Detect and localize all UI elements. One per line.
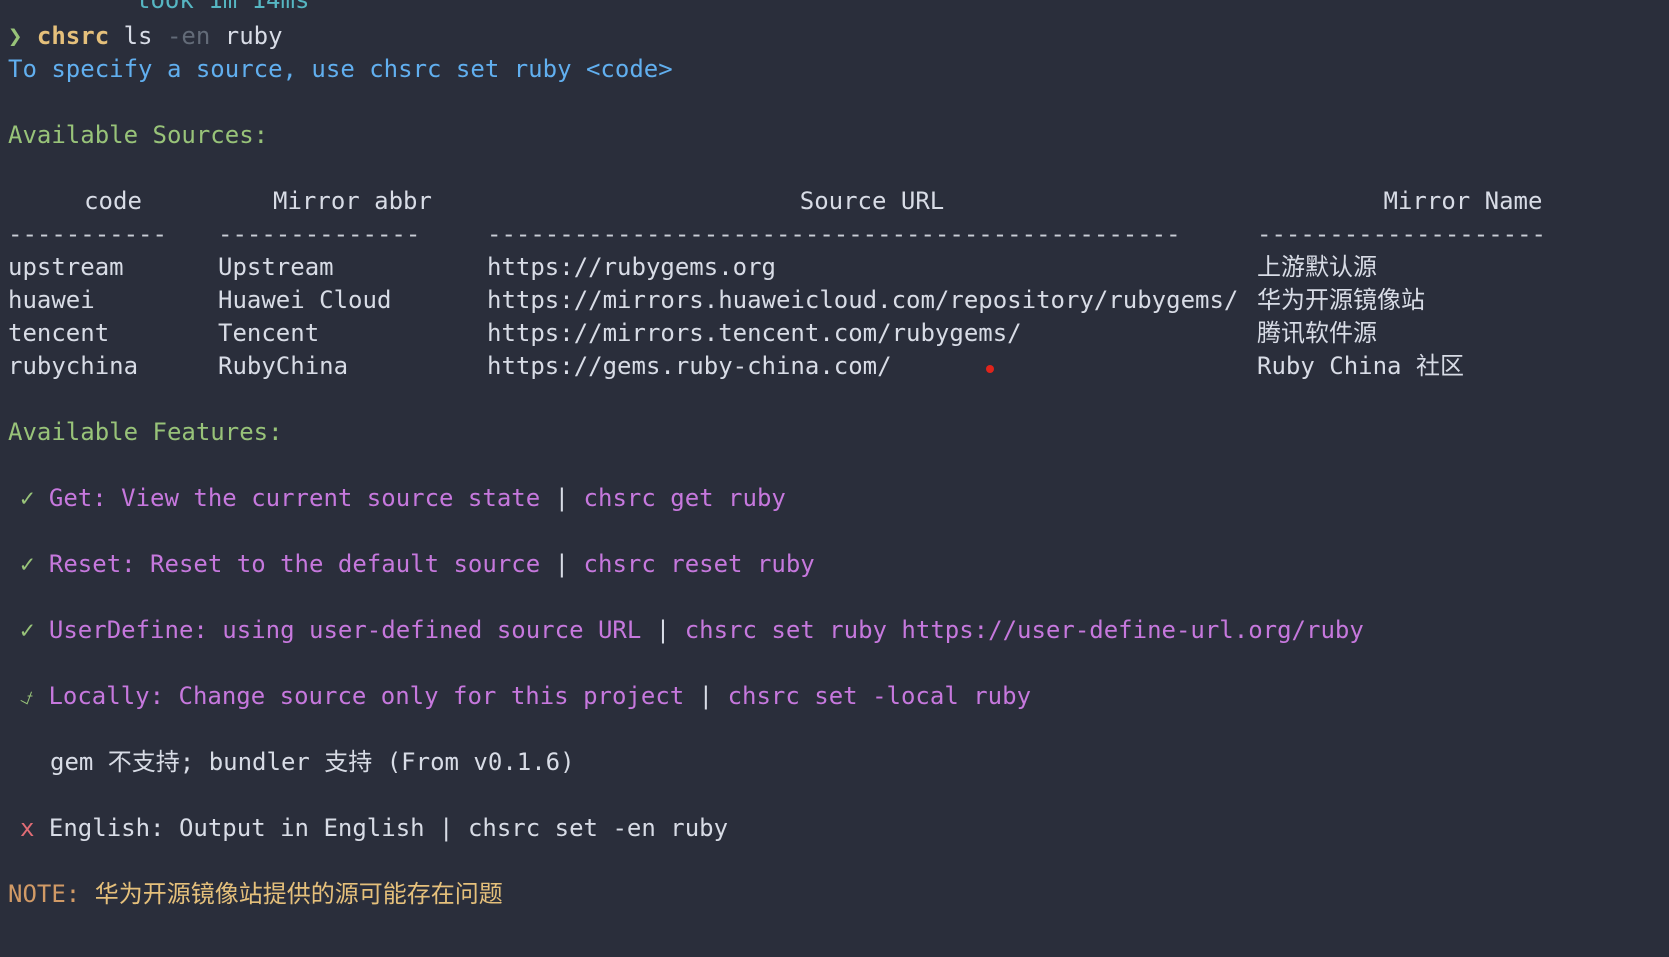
source-abbr: Tencent — [218, 319, 320, 347]
red-dot-indicator — [986, 365, 994, 373]
pipe-separator: | — [655, 616, 671, 644]
pipe-separator: | — [554, 550, 570, 578]
pipe-separator: | — [698, 682, 714, 710]
terminal-window: took 1m 14ms ❯ chsrc ls -en ruby To spec… — [8, 0, 1669, 911]
source-code: upstream — [8, 253, 124, 281]
source-abbr: Upstream — [218, 253, 334, 281]
note-text: 华为开源镜像站提供的源可能存在问题 — [94, 880, 503, 908]
source-url[interactable]: https://mirrors.huaweicloud.com/reposito… — [487, 286, 1239, 314]
feature-command: chsrc set -en ruby — [467, 814, 729, 842]
feature-locally-note: gem 不支持; bundler 支持 (From v0.1.6) — [8, 746, 1669, 779]
feature-desc: Locally: Change source only for this pro… — [48, 682, 685, 710]
feature-get: ✓ Get: View the current source state | c… — [8, 482, 1669, 515]
note-label: NOTE: — [8, 880, 81, 908]
sources-title: Available Sources: — [8, 121, 269, 149]
feature-command: chsrc set ruby https://user-define-url.o… — [684, 616, 1364, 644]
feature-command: chsrc reset ruby — [583, 550, 815, 578]
source-name: Ruby China 社区 — [1257, 352, 1464, 380]
source-abbr: Huawei Cloud — [218, 286, 392, 314]
col-header-name: Mirror Name — [1383, 187, 1543, 215]
features-title: Available Features: — [8, 418, 283, 446]
command-target: ruby — [224, 22, 283, 50]
source-code: tencent — [8, 319, 110, 347]
half-check-icon: ⍻ — [20, 682, 34, 710]
command-subcommand: ls — [123, 22, 153, 50]
feature-command: chsrc get ruby — [583, 484, 786, 512]
command-name: chsrc — [36, 22, 110, 50]
col-header-code: code — [84, 187, 142, 215]
feature-desc: Reset: Reset to the default source — [48, 550, 541, 578]
check-icon: ✓ — [20, 616, 35, 644]
col-header-abbr: Mirror abbr — [273, 187, 432, 215]
check-icon: ✓ — [20, 550, 35, 578]
source-url[interactable]: https://gems.ruby-china.com/ — [487, 352, 892, 380]
check-icon: ✓ — [20, 484, 35, 512]
table-separator-name: -------------------- — [1257, 220, 1546, 248]
source-abbr: RubyChina — [218, 352, 349, 380]
usage-hint: To specify a source, use chsrc set ruby … — [8, 55, 673, 83]
source-code: huawei — [8, 286, 95, 314]
feature-locally: ⍻ Locally: Change source only for this p… — [8, 680, 1669, 713]
source-name: 华为开源镜像站 — [1257, 286, 1425, 314]
pipe-separator: | — [554, 484, 570, 512]
source-name: 上游默认源 — [1257, 253, 1377, 281]
source-url[interactable]: https://mirrors.tencent.com/rubygems/ — [487, 319, 1022, 347]
table-separator-code: ----------- — [8, 220, 167, 248]
command-flag: -en — [166, 22, 211, 50]
note-line: NOTE: 华为开源镜像站提供的源可能存在问题 — [8, 878, 1669, 911]
table-separator-url: ----------------------------------------… — [487, 220, 1181, 248]
pipe-separator: | — [439, 814, 454, 842]
feature-note-text: gem 不支持; bundler 支持 (From v0.1.6) — [50, 748, 575, 776]
cross-icon: x — [20, 814, 35, 842]
feature-desc: Get: View the current source state — [48, 484, 541, 512]
source-code: rubychina — [8, 352, 139, 380]
clipped-previous-line: took 1m 14ms — [8, 0, 1669, 20]
feature-reset: ✓ Reset: Reset to the default source | c… — [8, 548, 1669, 581]
col-header-url: Source URL — [799, 187, 945, 215]
prompt-symbol-icon: ❯ — [8, 22, 23, 50]
source-name: 腾讯软件源 — [1257, 319, 1377, 347]
prompt-line: ❯ chsrc ls -en ruby — [8, 20, 1669, 53]
feature-command: chsrc set -local ruby — [727, 682, 1032, 710]
source-url[interactable]: https://rubygems.org — [487, 253, 776, 281]
sources-table: code Mirror abbr Source URL Mirror Name … — [8, 185, 1669, 383]
feature-english: x English: Output in English | chsrc set… — [8, 812, 1669, 845]
table-separator-abbr: -------------- — [218, 220, 421, 248]
feature-desc: UserDefine: using user-defined source UR… — [48, 616, 642, 644]
feature-userdefine: ✓ UserDefine: using user-defined source … — [8, 614, 1669, 647]
feature-desc: English: Output in English — [48, 814, 425, 842]
clipped-line-text: took 1m 14ms — [136, 0, 310, 14]
